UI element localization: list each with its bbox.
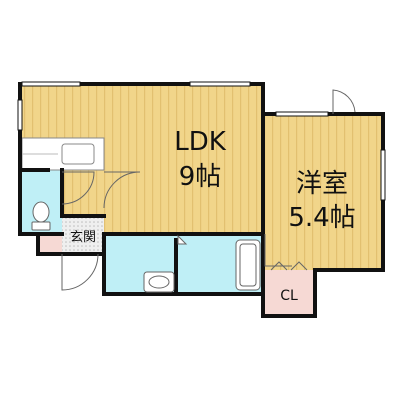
closet-label: CL [280,288,298,304]
bathtub-icon [235,239,261,291]
ldk-name: LDK [174,127,227,157]
western-room-floor [263,114,383,270]
entrance-floor [62,216,104,254]
kitchen-sink [61,143,95,165]
western-room-size: 5.4帖 [288,203,355,233]
door-swings [61,89,356,291]
shoe-storage [38,234,62,254]
western-room-name: 洋室 [296,169,348,199]
entrance-label: 玄関 [70,230,96,245]
toilet-icon [31,201,51,231]
ldk-size: 9帖 [179,162,222,192]
washbasin-icon [143,271,175,293]
closet-floor [263,270,315,316]
windows [17,81,386,201]
